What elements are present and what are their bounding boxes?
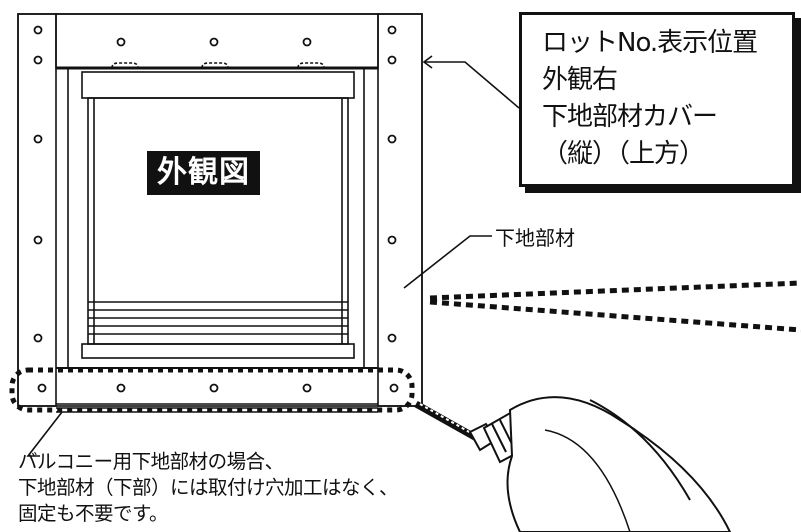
callout-arrowhead <box>422 55 433 69</box>
screw-holes <box>33 25 399 393</box>
balcony-note: バルコニー用下地部材の場合、 下地部材（下部）には取付け穴加工はなく、 固定も不… <box>18 449 399 527</box>
hole-mark <box>297 62 325 69</box>
screw-hole <box>116 383 126 393</box>
screw-hole <box>387 134 397 144</box>
screw-hole <box>33 55 43 65</box>
screw-hole <box>209 383 219 393</box>
screw-hole <box>116 37 126 47</box>
screw-hole <box>33 25 43 35</box>
screw-hole <box>302 383 312 393</box>
callout-line: （縦）（上方） <box>542 139 705 169</box>
note-line: 固定も不要です。 <box>18 502 169 525</box>
note-line: 下地部材（下部）には取付け穴加工はなく、 <box>18 476 399 499</box>
note-leader <box>26 411 63 457</box>
drill-body-contour <box>589 399 691 501</box>
drill-bit <box>414 400 482 444</box>
screw-hole <box>387 235 397 245</box>
screw-hole <box>33 235 43 245</box>
hole-mark <box>201 62 229 69</box>
perspective-line-top <box>429 280 801 301</box>
lot-number-callout: ロットNo.表示位置 外観右 下地部材カバー （縦）（上方） <box>519 12 795 187</box>
screw-hole <box>389 383 399 393</box>
screw-hole <box>387 333 397 343</box>
drill-chuck-ridge <box>491 423 507 453</box>
callout-leader <box>425 61 520 109</box>
screw-hole <box>37 383 47 393</box>
base-member-label: 下地部材 <box>495 226 575 250</box>
screw-hole <box>387 55 397 65</box>
screw-hole <box>209 37 219 47</box>
screw-hole <box>302 37 312 47</box>
panel-sill <box>81 343 355 359</box>
member-leader <box>403 235 492 289</box>
callout-line: 外観右 <box>542 65 618 95</box>
callout-line: 下地部材カバー <box>542 102 718 132</box>
drill-bit-thread <box>419 403 479 438</box>
note-line: バルコニー用下地部材の場合、 <box>18 450 284 473</box>
exterior-view-label: 外観図 <box>147 151 260 195</box>
perspective-line-bottom <box>429 299 801 333</box>
bottom-rail-highlight <box>9 367 415 413</box>
screw-hole <box>33 134 43 144</box>
callout-line: ロットNo.表示位置 <box>542 28 758 58</box>
left-stile <box>17 13 57 407</box>
drill-body-contour <box>544 429 631 532</box>
drill-body <box>506 396 732 532</box>
screw-hole <box>33 333 43 343</box>
screw-hole <box>387 25 397 35</box>
hole-mark <box>111 62 139 69</box>
right-stile <box>377 13 423 407</box>
